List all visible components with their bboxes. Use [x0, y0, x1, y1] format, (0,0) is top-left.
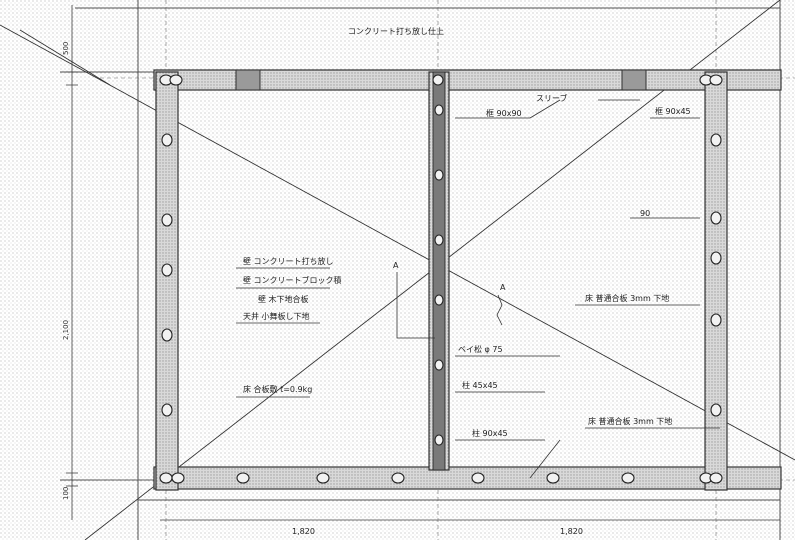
wall-note-4: 天井 小舞板し下地 [243, 312, 310, 321]
leader-lines [236, 99, 720, 479]
right-post [704, 71, 728, 491]
center-post [428, 71, 450, 471]
sash-right-label: 框 90x45 [655, 107, 691, 116]
left-post [155, 71, 179, 491]
wall-note-3: 壁 木下地合板 [258, 295, 309, 304]
wall-note-1: 壁 コンクリート打ち放し [243, 257, 334, 266]
dimension-bottom-right: 1,820 [560, 527, 583, 536]
bolt-holes [159, 74, 723, 484]
bottom-floor-note: 床 普通合板 3mm 下地 [588, 417, 673, 426]
dimension-90-label: 90 [640, 209, 651, 218]
sash-left-label: 框 90x90 [486, 109, 522, 118]
wall-note-2: 壁 コンクリートブロック積 [243, 276, 342, 285]
bottom-beam [153, 466, 782, 490]
section-mark-right: A [500, 283, 506, 292]
dimension-left-total: 2,100 [62, 319, 70, 340]
top-finish-label: コンクリート打ち放し仕上 [348, 27, 444, 36]
dimension-bottom-small: 100 [62, 486, 70, 500]
section-mark-left: A [393, 261, 399, 270]
top-beam [153, 69, 782, 91]
dimension-lines [66, 5, 780, 521]
frame-size-label: 柱 90x45 [472, 429, 508, 438]
post-size-label: 柱 45x45 [462, 381, 498, 390]
sleeve-label: スリーブ [536, 94, 568, 103]
right-floor-note: 床 普通合板 3mm 下地 [585, 294, 670, 303]
dimension-top: 500 [62, 41, 70, 55]
post-note: ベイ松 φ 75 [458, 345, 503, 354]
floor-note: 床 合板敷 t=0.9kg [243, 385, 313, 394]
dimension-bottom-left: 1,820 [292, 527, 315, 536]
